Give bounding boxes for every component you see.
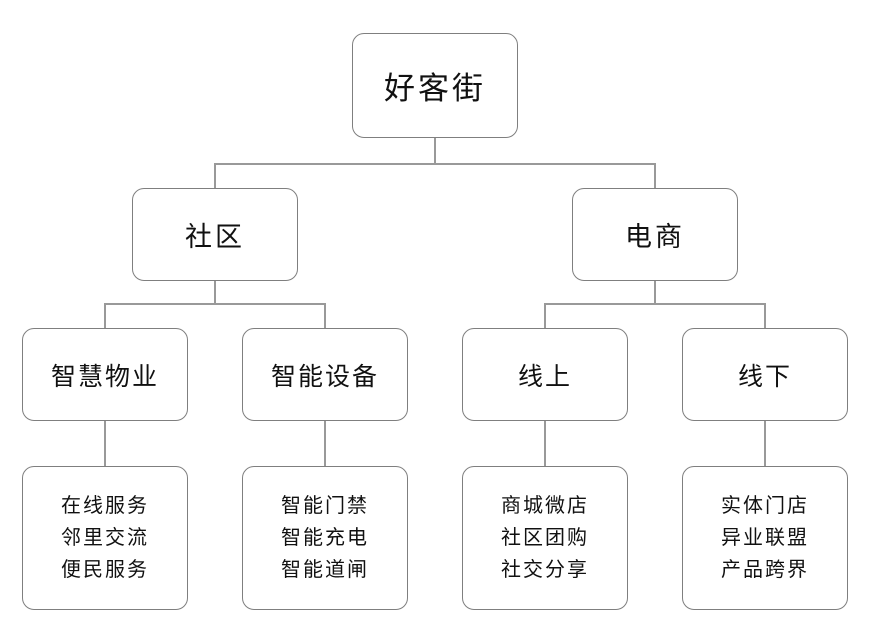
connector-smart-devices-stem <box>324 421 326 466</box>
node-ecommerce: 电商 <box>572 188 738 281</box>
connector-community-stem <box>214 281 216 305</box>
connector-drop-offline <box>764 303 766 328</box>
node-smart-property-label: 智慧物业 <box>50 362 159 391</box>
node-offline-items: 实体门店 异业联盟 产品跨界 <box>682 466 848 610</box>
connector-ecommerce-stem <box>654 281 656 305</box>
node-haoke-street: 好客街 <box>352 33 518 138</box>
connector-online-stem <box>544 421 546 466</box>
node-smart-devices-items: 智能门禁 智能充电 智能道闸 <box>242 466 408 610</box>
node-smart-devices-label: 智能设备 <box>270 362 379 391</box>
leaf-item: 智能门禁 <box>281 495 369 517</box>
connector-ecommerce-bus <box>544 303 766 305</box>
connector-level2-bus <box>214 163 656 165</box>
connector-drop-online <box>544 303 546 328</box>
leaf-item: 产品跨界 <box>721 559 809 581</box>
node-haoke-street-label: 好客街 <box>384 71 486 106</box>
leaf-item: 智能充电 <box>281 527 369 549</box>
connector-drop-smart-devices <box>324 303 326 328</box>
node-smart-devices: 智能设备 <box>242 328 408 421</box>
leaf-item: 在线服务 <box>61 495 149 517</box>
connector-community-bus <box>104 303 326 305</box>
connector-smart-property-stem <box>104 421 106 466</box>
node-online-label: 线上 <box>517 362 572 391</box>
leaf-item: 商城微店 <box>501 495 589 517</box>
leaf-item: 社交分享 <box>501 559 589 581</box>
node-ecommerce-label: 电商 <box>625 222 685 252</box>
node-offline-label: 线下 <box>737 362 792 391</box>
leaf-item: 异业联盟 <box>721 527 809 549</box>
node-online-items: 商城微店 社区团购 社交分享 <box>462 466 628 610</box>
leaf-item: 智能道闸 <box>281 559 369 581</box>
node-offline: 线下 <box>682 328 848 421</box>
node-community-label: 社区 <box>185 222 245 252</box>
connector-drop-community <box>214 163 216 188</box>
connector-offline-stem <box>764 421 766 466</box>
connector-root-stem <box>434 138 436 165</box>
leaf-item: 便民服务 <box>61 559 149 581</box>
node-smart-property: 智慧物业 <box>22 328 188 421</box>
leaf-item: 社区团购 <box>501 527 589 549</box>
leaf-item: 实体门店 <box>721 495 809 517</box>
leaf-item: 邻里交流 <box>61 527 149 549</box>
connector-drop-ecommerce <box>654 163 656 188</box>
node-smart-property-items: 在线服务 邻里交流 便民服务 <box>22 466 188 610</box>
node-community: 社区 <box>132 188 298 281</box>
node-online: 线上 <box>462 328 628 421</box>
connector-drop-smart-property <box>104 303 106 328</box>
